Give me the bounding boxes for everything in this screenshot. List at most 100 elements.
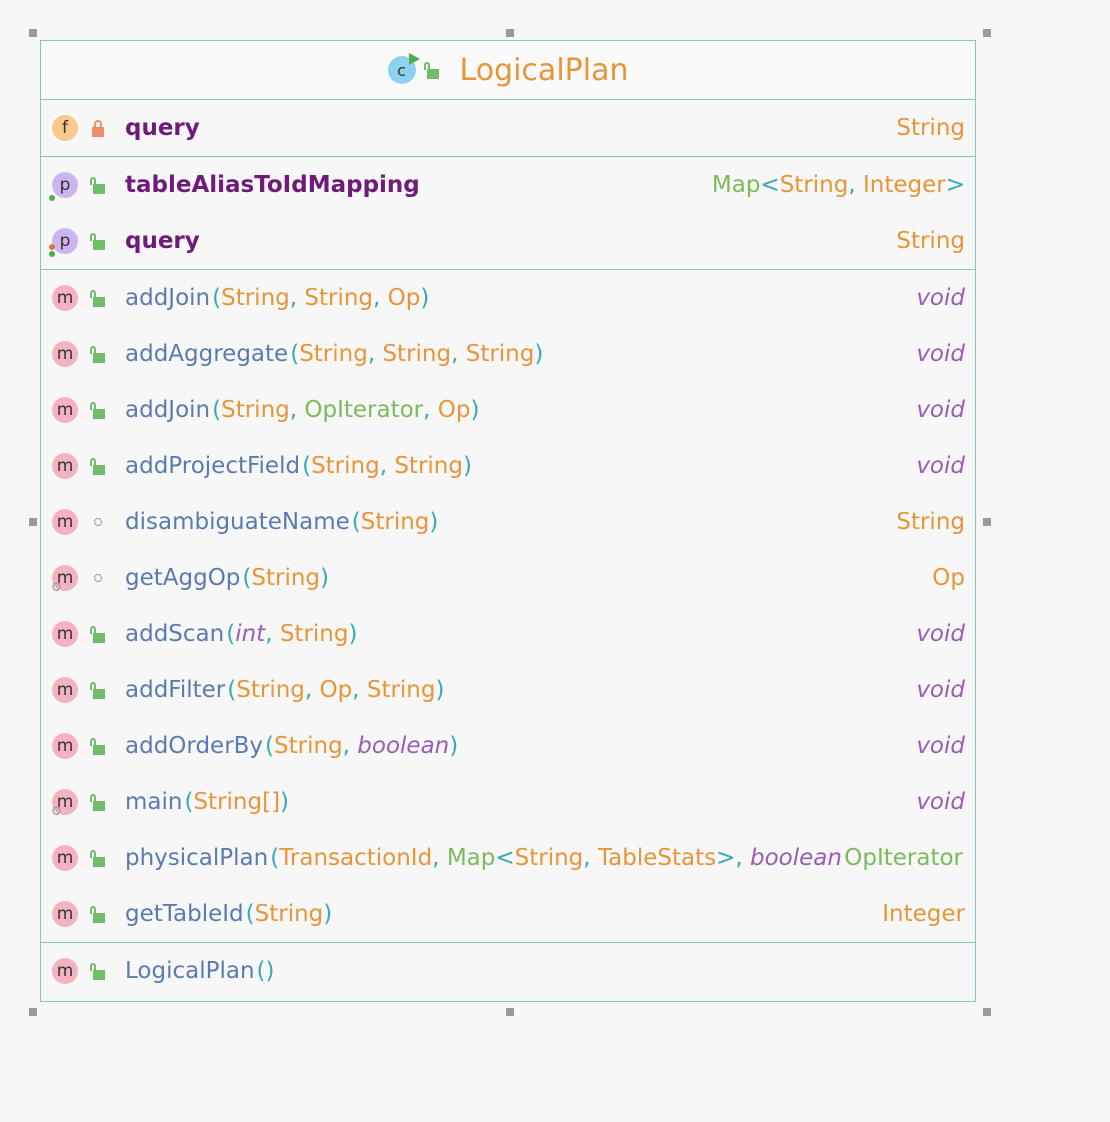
public-lock-icon: [90, 793, 106, 811]
param-separator: ,: [265, 621, 280, 647]
public-lock-icon: [90, 232, 106, 250]
public-lock-icon: [90, 681, 106, 699]
open-paren: (: [226, 621, 236, 647]
return-type: OpIterator: [844, 845, 963, 871]
field-row[interactable]: f query String: [41, 100, 975, 156]
close-paren: ): [534, 341, 544, 367]
type-token: Integer: [862, 172, 946, 198]
resize-handle-mid-right[interactable]: [983, 518, 991, 526]
m-badge-icon: m: [52, 958, 78, 984]
public-lock-icon: [90, 176, 106, 194]
param-separator: ,: [373, 285, 388, 311]
method-name: addFilter: [125, 677, 226, 703]
param-type-token: String: [360, 509, 430, 535]
m-badge-icon: m: [52, 733, 78, 759]
package-visibility-icon: [86, 518, 110, 526]
close-paren: ): [449, 733, 459, 759]
param-type-token: String: [236, 677, 305, 703]
m-badge-icon: m: [52, 397, 78, 423]
open-paren: (: [242, 565, 252, 591]
param-list: (String, OpIterator, Op): [212, 397, 479, 423]
m-badge-icon: m: [52, 341, 78, 367]
close-paren: ): [429, 509, 439, 535]
public-visibility-icon: [86, 401, 110, 419]
resize-handle-top-left[interactable]: [29, 29, 37, 37]
method-row[interactable]: m⚙main(String[])void: [41, 774, 975, 830]
method-name: getAggOp: [125, 565, 241, 591]
param-type-token: String[]: [193, 789, 281, 815]
param-list: (String): [242, 565, 329, 591]
public-visibility-icon: [86, 737, 110, 755]
return-type: void: [916, 453, 965, 479]
public-visibility-icon: [86, 176, 110, 194]
f-badge-icon: f: [52, 115, 78, 141]
type-token: <: [760, 172, 780, 198]
resize-handle-bottom-left[interactable]: [29, 1008, 37, 1016]
public-lock-icon: [423, 61, 440, 79]
resize-handle-top-mid[interactable]: [506, 29, 514, 37]
param-list: (String, String, String): [290, 341, 543, 367]
resize-handle-bottom-mid[interactable]: [506, 1008, 514, 1016]
param-separator: ,: [367, 341, 383, 367]
m-badge-icon: m: [52, 845, 78, 871]
param-type-token: Op: [437, 397, 471, 423]
return-type: void: [916, 341, 965, 367]
m-badge-icon: m: [52, 621, 78, 647]
param-list: (String, Op, String): [227, 677, 444, 703]
close-paren: ): [265, 958, 275, 984]
field-name: query: [125, 115, 200, 141]
open-paren: (: [245, 901, 255, 927]
m-badge-icon: m⚙: [51, 565, 78, 594]
param-list: (TransactionId, Map<String, TableStats>,…: [270, 845, 851, 871]
return-type: Map<String, Integer>: [712, 172, 965, 198]
close-paren: ): [462, 453, 472, 479]
class-title: LogicalPlan: [459, 52, 629, 88]
close-paren: ): [323, 901, 333, 927]
param-type-token: String: [514, 845, 584, 871]
param-type-token: Op: [319, 677, 353, 703]
m-badge-icon: m⚙: [51, 789, 78, 818]
public-lock-icon: [90, 962, 106, 980]
param-separator: ,: [352, 677, 367, 703]
open-paren: (: [212, 397, 222, 423]
resize-handle-top-right[interactable]: [983, 29, 991, 37]
override-gear-icon: ⚙: [51, 804, 62, 818]
public-visibility-icon: [86, 457, 110, 475]
param-type-token: boolean: [750, 845, 842, 871]
param-separator: ,: [289, 397, 305, 423]
param-type-token: String: [299, 341, 368, 367]
method-row[interactable]: m⚙getAggOp(String)Op: [41, 550, 975, 606]
param-type-token: String: [251, 565, 321, 591]
method-name: addProjectField: [125, 453, 301, 479]
close-paren: ): [320, 565, 330, 591]
resize-handle-bottom-right[interactable]: [983, 1008, 991, 1016]
param-list: (String): [246, 901, 333, 927]
public-lock-icon: [90, 401, 106, 419]
return-type: String: [896, 228, 965, 254]
param-separator: ,: [451, 341, 466, 367]
return-type: String: [896, 115, 965, 141]
package-visibility-icon: [86, 574, 110, 582]
public-visibility-icon: [86, 289, 110, 307]
class-header[interactable]: c LogicalPlan: [41, 41, 975, 100]
resize-handle-mid-left[interactable]: [29, 518, 37, 526]
p-badge-icon: p: [49, 228, 78, 257]
method-name: getTableId: [125, 901, 244, 927]
param-type-token: String: [274, 733, 343, 759]
